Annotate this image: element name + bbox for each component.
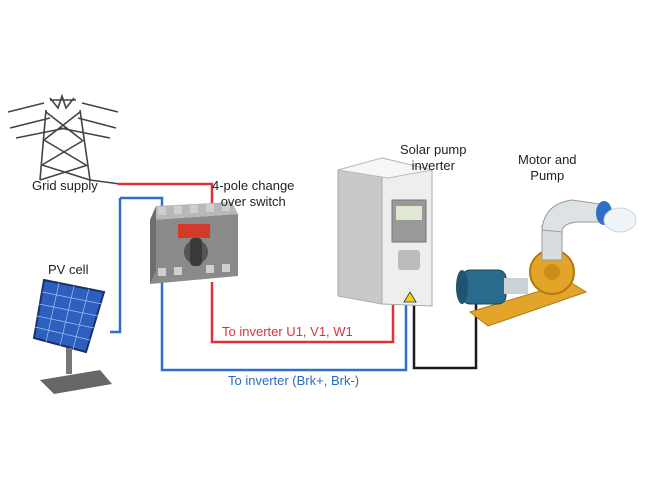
grid-supply-label: Grid supply (32, 178, 98, 193)
transmission-tower-icon (7, 93, 121, 185)
red-wire-grid (118, 182, 214, 212)
changeover-switch-icon (150, 202, 238, 284)
solar-panel-icon (32, 278, 112, 394)
motor-label-line1: Motor and (518, 152, 577, 167)
switch-label-line2: over switch (220, 194, 286, 209)
blue-wire-label: To inverter (Brk+, Brk-) (228, 373, 360, 388)
wires (110, 182, 478, 372)
inverter-label-line1: Solar pump (400, 142, 467, 157)
red-wire-label: To inverter U1, V1, W1 (222, 324, 353, 339)
motor-label-line2: Pump (530, 168, 565, 183)
red-wire-to-inverter (210, 282, 395, 344)
switch-label: 4-pole change over switch (212, 178, 294, 210)
motor-pump-icon (456, 199, 637, 327)
inverter-icon (337, 157, 433, 307)
switch-label-line1: 4-pole change (212, 178, 295, 193)
inverter-label: Solar pump inverter (400, 142, 466, 174)
black-wire-to-motor (412, 300, 478, 370)
inverter-label-line2: inverter (411, 158, 455, 173)
pv-cell-label: PV cell (48, 262, 89, 277)
blue-wire-to-inverter (160, 282, 408, 372)
motor-label: Motor and Pump (518, 152, 577, 184)
blue-wire-grid (110, 198, 122, 334)
